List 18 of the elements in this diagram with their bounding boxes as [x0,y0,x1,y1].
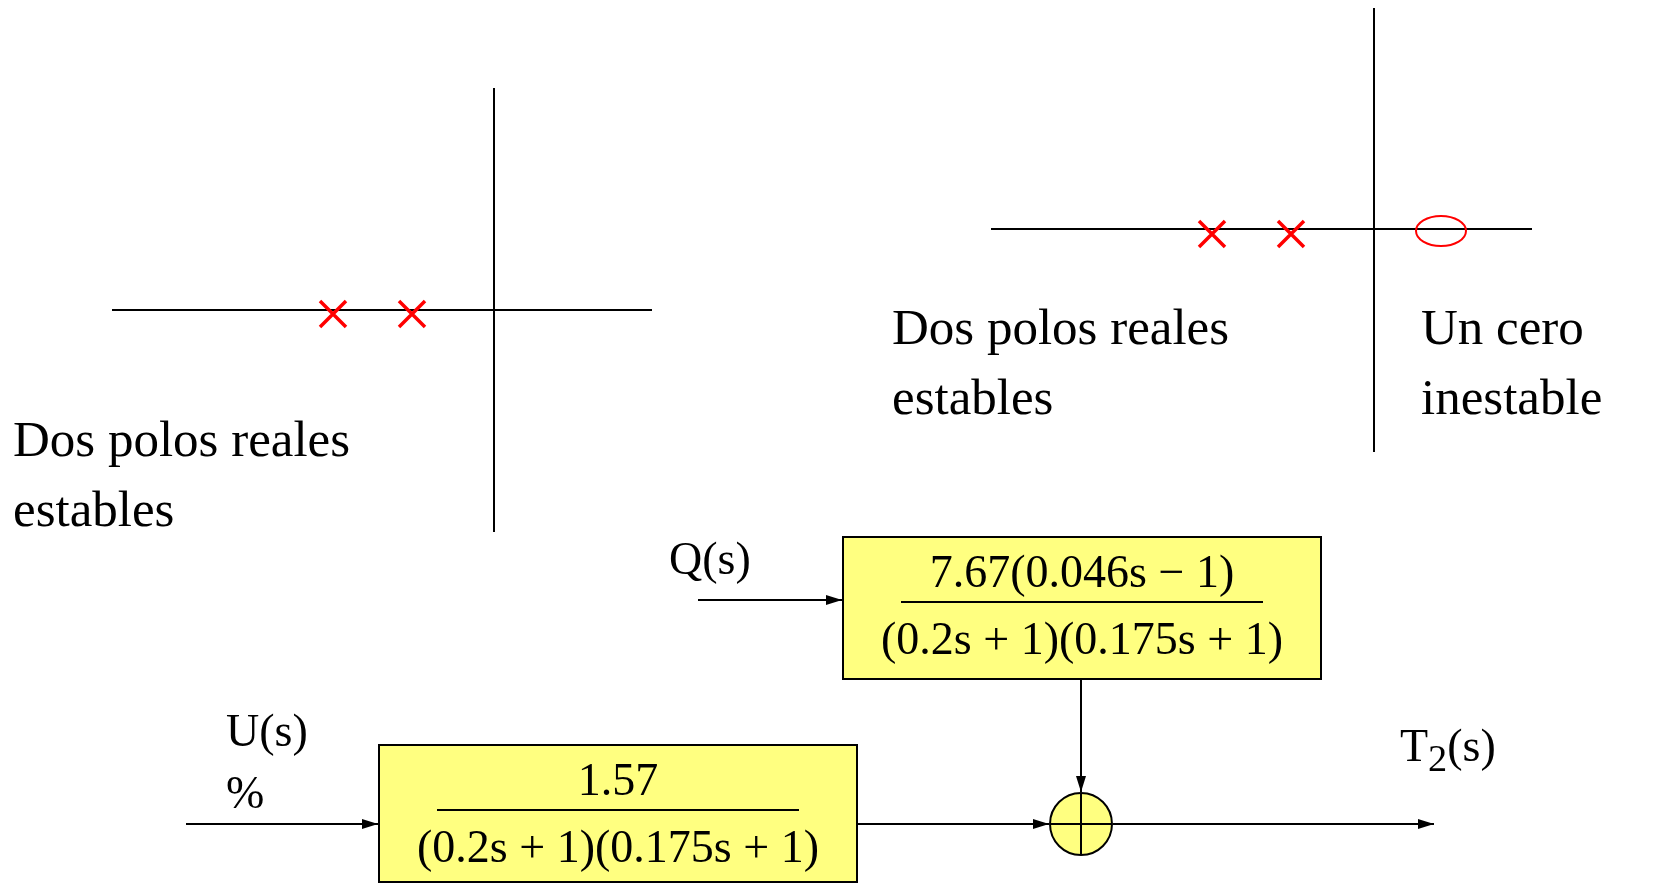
signal-label: U(s) [226,704,309,758]
denominator: (0.2s + 1)(0.175s + 1) [881,611,1283,666]
unit-label: % [226,766,266,820]
signal-label: Q(s) [669,532,752,586]
transfer-function-block [378,744,858,883]
plot-caption: Dos polos reales estables [13,410,352,540]
signal-label: T$_{2}$(s) [1400,719,1497,782]
signal-arrow [1076,679,1086,793]
signal-arrow [857,819,1050,829]
plot-caption: Un cero inestable [1421,298,1604,428]
signal-arrow [697,595,843,605]
numerator: 1.57 [577,753,659,807]
transfer-function-block [842,536,1322,680]
numerator: 7.67(0.046s − 1) [929,545,1235,599]
denominator: (0.2s + 1)(0.175s + 1) [417,819,819,874]
signal-arrow [1112,819,1435,829]
signal-arrow [185,819,379,829]
plot-caption: Dos polos reales estables [892,298,1231,428]
